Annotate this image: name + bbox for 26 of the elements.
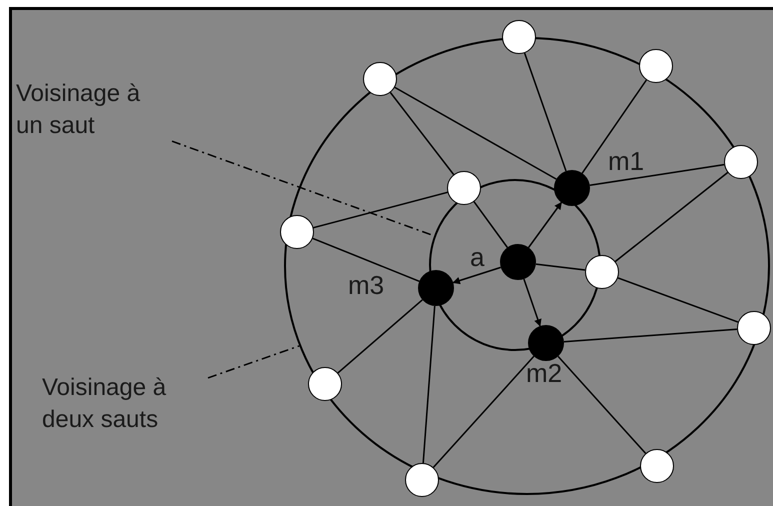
callout-label: Voisinage à un saut: [16, 78, 172, 148]
link-line: [536, 263, 586, 271]
arrow: [523, 278, 542, 327]
link-line: [394, 86, 557, 180]
link-line: [614, 172, 728, 262]
link-line: [524, 52, 567, 172]
node-label: m2: [526, 358, 562, 388]
link-line: [390, 92, 454, 175]
arrow: [528, 202, 562, 248]
link-line: [312, 238, 420, 282]
link-line: [558, 356, 646, 454]
link-line: [564, 328, 738, 342]
node-label: a: [470, 242, 484, 272]
link-line: [432, 356, 534, 468]
node-label: m3: [348, 270, 384, 300]
callout-label: Voisinage à deux sauts: [42, 372, 208, 442]
link-line: [422, 306, 436, 464]
link-line: [590, 164, 724, 186]
link-line: [337, 299, 423, 374]
arrow: [452, 266, 502, 284]
link-line: [582, 80, 648, 174]
leader-line: [208, 345, 300, 379]
link-line: [313, 192, 448, 228]
node-label: m1: [608, 146, 644, 176]
link-line: [473, 201, 508, 248]
link-line: [618, 277, 738, 323]
